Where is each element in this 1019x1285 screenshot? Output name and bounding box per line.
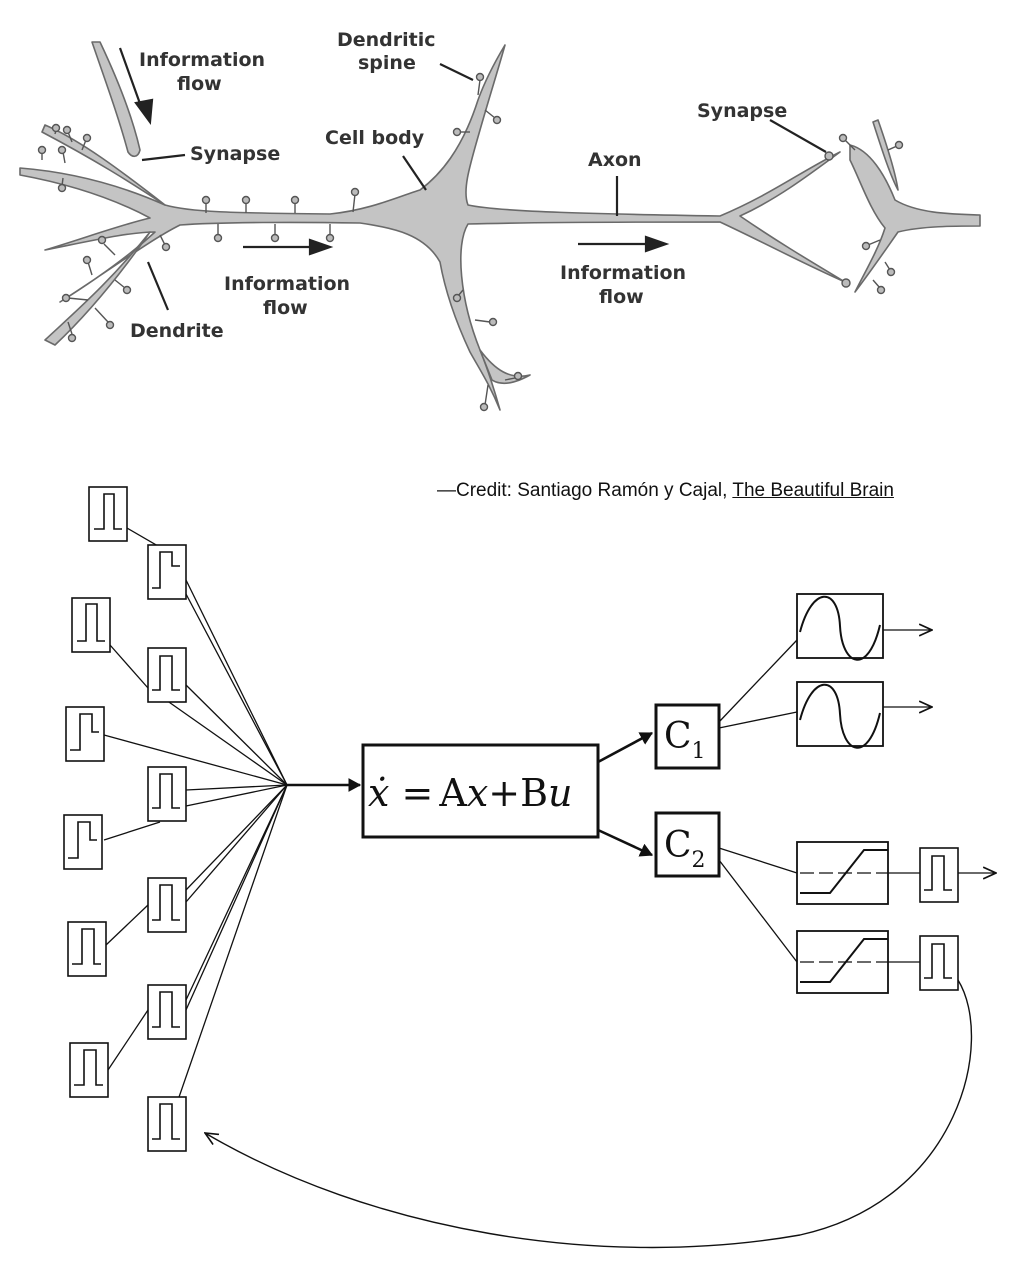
label-synapse-left: Synapse [190,143,280,165]
output-c1-box: C1 [654,703,721,770]
label-information-flow-mid-2: flow [263,297,308,319]
credit-prefix: —Credit: Santiago Ramón y Cajal, [437,480,733,501]
pulse-box-6 [147,766,187,822]
output-pulse-box-2 [919,935,959,991]
label-synapse-right: Synapse [697,100,787,122]
c2-label: C2 [664,825,706,873]
state-to-c1-arrow [597,731,654,764]
pulse-box-2 [147,544,187,600]
eq-x: x [467,771,488,815]
label-cell-body: Cell body [325,127,425,149]
sine-box-1 [796,593,884,661]
pulse-box-3 [71,597,111,653]
output-c2-box: C2 [654,811,721,878]
feedback-arrow [205,979,973,1249]
pulse-box-4 [147,647,187,703]
dendritic-spines [37,72,904,412]
sine-box-2 [796,681,884,749]
pulse-box-11 [69,1042,109,1098]
neuron-leaders [118,47,827,311]
credit-link[interactable]: The Beautiful Brain [732,480,894,501]
pulse-box-9 [67,921,107,977]
c1-output-lines [718,630,932,729]
c2-output-lines [718,847,996,963]
state-equation-box: ẋ =Ax+Bu [361,743,600,839]
label-information-flow-top-1: Information [139,49,265,71]
state-space-diagram: ẋ =Ax+Bu C1 C2 [63,486,1019,1249]
neuron-diagram: Information flow Dendritic spine Synapse… [19,29,981,412]
neuron-labels: Information flow Dendritic spine Synapse… [130,29,787,342]
input-lines [103,527,288,1101]
eq-equals: = [389,771,433,815]
eq-A: A [438,771,467,815]
eq-xdot: ẋ [368,771,389,815]
output-pulse-box-1 [919,847,959,903]
label-dendritic-spine-1: Dendritic [337,29,436,51]
eq-B: B [520,771,548,815]
sigmoid-box-2 [796,930,889,994]
pulse-box-8 [147,877,187,933]
input-pulse-boxes [63,486,187,1152]
image-credit: —Credit: Santiago Ramón y Cajal, The Bea… [437,480,894,502]
label-information-flow-right-2: flow [599,286,644,308]
label-information-flow-mid-1: Information [224,273,350,295]
label-dendritic-spine-2: spine [358,52,416,74]
pulse-box-1 [88,486,128,542]
pulse-box-5 [65,706,105,762]
pulse-box-7 [63,814,103,870]
eq-plus: + [488,771,520,815]
sigmoid-box-1 [796,841,889,905]
state-equation: ẋ =Ax+Bu [368,771,573,815]
label-information-flow-right-1: Information [560,262,686,284]
neuron-body [19,41,981,411]
label-dendrite: Dendrite [130,320,224,342]
pulse-box-12 [147,1096,187,1152]
state-to-c2-arrow [597,828,654,857]
pulse-box-10 [147,984,187,1040]
label-axon: Axon [588,149,642,171]
c1-label: C1 [664,716,706,764]
label-information-flow-top-2: flow [177,73,222,95]
eq-u: u [548,771,572,815]
